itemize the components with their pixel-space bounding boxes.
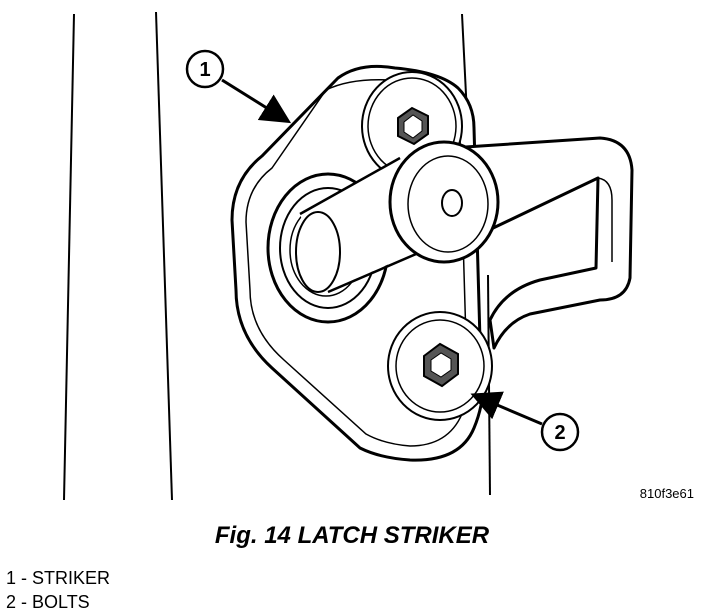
callout-1-number: 1	[199, 59, 210, 81]
image-code: 810f3e61	[639, 486, 694, 501]
striker-loop	[295, 136, 634, 350]
legend: 1 - STRIKER 2 - BOLTS	[6, 566, 110, 614]
figure-caption: Fig. 14 LATCH STRIKER	[214, 522, 490, 549]
callout-1-leader-arrow	[221, 78, 292, 124]
legend-item-bolts: 2 - BOLTS	[6, 592, 90, 612]
callout-2-number: 2	[554, 422, 565, 444]
callout-2: 2	[470, 391, 580, 452]
callout-2-leader-arrow	[470, 391, 543, 426]
legend-item-striker: 1 - STRIKER	[6, 568, 111, 588]
door-pillar-lines	[63, 11, 491, 500]
latch-striker-diagram: 1 2	[63, 11, 634, 500]
lower-bolt	[387, 311, 493, 421]
callout-1: 1	[185, 49, 292, 124]
